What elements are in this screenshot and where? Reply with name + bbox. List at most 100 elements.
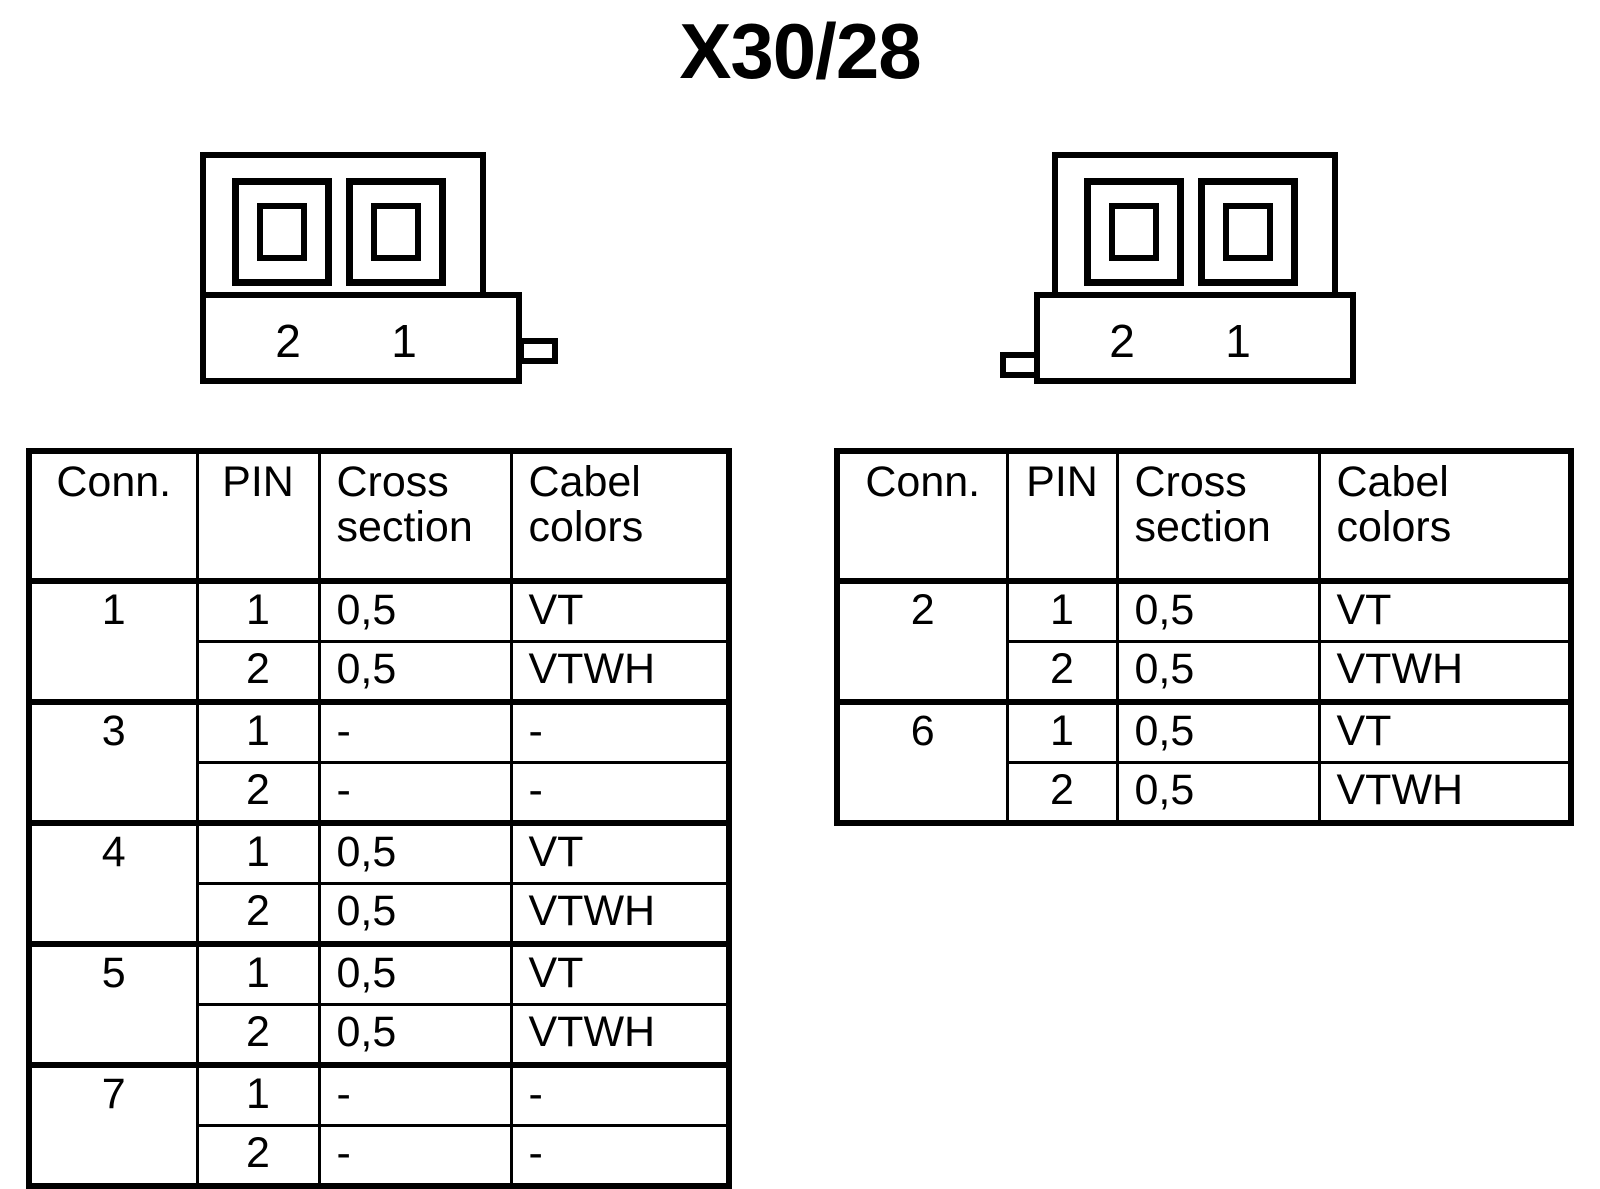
connector-pin-label-1: 1: [391, 315, 417, 367]
connector-symbol-left: 2 1: [200, 152, 580, 392]
pin-cavity-1: [1198, 178, 1298, 286]
cell-cabel-color: VTWH: [1317, 761, 1573, 825]
cell-cross-section: 0,5: [317, 640, 513, 704]
cell-cross-section: 0,5: [317, 941, 513, 1006]
column-header-cross-section: Cross section: [1115, 449, 1321, 583]
cell-conn: 7: [27, 1062, 199, 1188]
pin-cavity-2: [1084, 178, 1184, 286]
pin-contact-1: [1223, 203, 1273, 261]
cell-cross-section: 0,5: [317, 1003, 513, 1067]
cell-pin: 2: [1005, 761, 1119, 825]
cell-conn: 6: [835, 699, 1009, 825]
cell-cabel-color: -: [509, 1124, 731, 1188]
connector-latch-tab-icon: [1000, 352, 1040, 378]
cell-pin: 2: [1005, 640, 1119, 704]
cell-pin: 1: [1005, 699, 1119, 764]
cell-cross-section: 0,5: [317, 578, 513, 643]
cell-conn: 5: [27, 941, 199, 1067]
cell-cross-section: -: [317, 1124, 513, 1188]
connector-latch-tab-icon: [518, 338, 558, 364]
connector-pin-label-2: 2: [1109, 315, 1135, 367]
cell-cabel-color: VTWH: [1317, 640, 1573, 704]
cell-pin: 1: [195, 941, 321, 1006]
cell-pin: 2: [195, 1003, 321, 1067]
connector-housing-lower: [1034, 292, 1356, 384]
column-header-cabel-line1: Cabel: [528, 458, 641, 506]
cell-pin: 1: [195, 578, 321, 643]
cell-cross-section: 0,5: [1115, 761, 1321, 825]
cell-cabel-color: VTWH: [509, 640, 731, 704]
cell-pin: 1: [1005, 578, 1119, 643]
table-header-row: Conn. PIN Cross section Cabel colors: [27, 449, 731, 583]
cell-cross-section: 0,5: [1115, 578, 1321, 643]
column-header-cabel-line2: colors: [1336, 502, 1452, 551]
column-header-cross-line1: Cross: [1134, 458, 1247, 506]
table-row: 2--: [29, 761, 731, 825]
column-header-cabel-line1: Cabel: [1336, 458, 1449, 506]
pin-contact-1: [371, 203, 421, 261]
cell-conn: 4: [27, 820, 199, 946]
cell-pin: 1: [195, 699, 321, 764]
cell-pin: 2: [195, 640, 321, 704]
pin-cavity-1: [346, 178, 446, 286]
column-header-conn: Conn.: [835, 449, 1009, 583]
cell-pin: 2: [195, 882, 321, 946]
cell-conn: 2: [835, 578, 1009, 704]
cell-cabel-color: VT: [509, 941, 731, 1006]
cell-cross-section: -: [317, 699, 513, 764]
column-header-cabel-line2: colors: [528, 502, 644, 551]
cell-cross-section: 0,5: [317, 882, 513, 946]
connector-symbol-right: 2 1: [1000, 152, 1380, 392]
cell-cross-section: 0,5: [1115, 640, 1321, 704]
column-header-cross-section: Cross section: [317, 449, 513, 583]
cell-cross-section: -: [317, 761, 513, 825]
cell-pin: 2: [195, 761, 321, 825]
pin-contact-2: [1109, 203, 1159, 261]
cell-cabel-color: -: [509, 761, 731, 825]
connector-pin-row: [232, 178, 446, 286]
column-header-pin: PIN: [195, 449, 321, 583]
cell-cabel-color: VT: [1317, 699, 1573, 764]
connector-pin-label-1: 1: [1225, 315, 1251, 367]
cell-pin: 1: [195, 1062, 321, 1127]
column-header-cross-line1: Cross: [336, 458, 449, 506]
connector-pin-row: [1084, 178, 1298, 286]
cell-cabel-color: VTWH: [509, 1003, 731, 1067]
column-header-cross-line2: section: [336, 502, 473, 551]
cell-pin: 2: [195, 1124, 321, 1188]
column-header-cabel-colors: Cabel colors: [509, 449, 731, 583]
connector-housing-lower: [200, 292, 522, 384]
cell-cabel-color: VT: [1317, 578, 1573, 643]
column-header-conn: Conn.: [27, 449, 199, 583]
cell-cabel-color: VT: [509, 578, 731, 643]
pin-contact-2: [257, 203, 307, 261]
cell-cabel-color: VTWH: [509, 882, 731, 946]
pin-cavity-2: [232, 178, 332, 286]
connector-pin-label-2: 2: [275, 315, 301, 367]
column-header-cross-line2: section: [1134, 502, 1271, 551]
cell-cross-section: 0,5: [317, 820, 513, 885]
cell-cross-section: 0,5: [1115, 699, 1321, 764]
page-title: X30/28: [679, 7, 921, 95]
cell-cross-section: -: [317, 1062, 513, 1127]
cell-cabel-color: VT: [509, 820, 731, 885]
cell-cabel-color: -: [509, 1062, 731, 1127]
cell-pin: 1: [195, 820, 321, 885]
column-header-pin: PIN: [1005, 449, 1119, 583]
cell-cabel-color: -: [509, 699, 731, 764]
